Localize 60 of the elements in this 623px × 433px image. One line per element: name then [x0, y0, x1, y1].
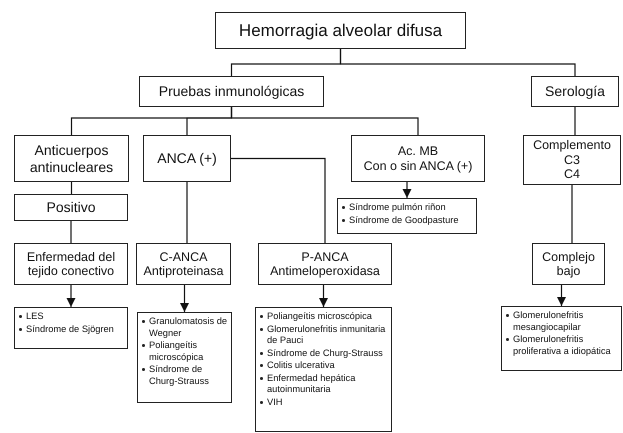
list-item: Glomerulonefritis proliferativa a idiopática [513, 334, 612, 357]
process-box [531, 76, 619, 107]
process-box [14, 194, 128, 221]
process-box [523, 135, 621, 185]
process-box [258, 243, 392, 285]
connector-line [231, 158, 326, 243]
bullet-list-box [501, 306, 622, 371]
list-item: Colitis ulcerativa [267, 360, 335, 372]
box-label: P-ANCA Antimeloperoxidasa [269, 250, 381, 278]
bullet-list-box [137, 312, 232, 403]
list-item: Síndrome de Churg-Strauss [267, 348, 383, 359]
connector-line [70, 182, 72, 194]
connector-line [70, 221, 72, 243]
arrow [180, 285, 189, 312]
arrow [319, 285, 328, 307]
box-label: Positivo [46, 199, 96, 216]
box-label: Enfermedad del tejido conectivo [26, 250, 116, 278]
process-box [351, 135, 485, 182]
process-box [143, 135, 231, 182]
arrow [66, 285, 76, 307]
process-box [14, 243, 128, 285]
arrow [402, 182, 412, 198]
bullet-list-box [255, 307, 392, 432]
connector-line [186, 182, 188, 243]
list-item: Poliangeítis microscópica [149, 340, 204, 363]
list-item: Poliangeítis microscópica [267, 311, 372, 322]
connector-line [574, 107, 576, 135]
box-label: Serología [545, 83, 605, 100]
box-label: C-ANCA Antiproteinasa [142, 250, 224, 278]
process-box [532, 243, 605, 285]
box-label: C4 [564, 167, 580, 182]
process-box [215, 12, 466, 49]
box-label: Ac. MB [398, 144, 438, 158]
bullet-list-box [337, 198, 477, 234]
list-item: LES [26, 311, 44, 322]
box-label: Anticuerpos antinucleares [28, 142, 114, 175]
list-item: Síndrome pulmón riñon [349, 202, 446, 214]
list-item: Síndrome de Churg-Strauss [149, 364, 210, 387]
process-box [14, 135, 129, 182]
connector-line [340, 49, 576, 76]
bullet-list-box [14, 307, 128, 349]
list-item: VIH [267, 396, 282, 408]
list-item: Síndrome de Sjögren [26, 324, 114, 335]
connector-line [571, 185, 573, 243]
box-label: Complemento [533, 138, 611, 153]
box-label: Pruebas inmunológicas [158, 83, 304, 100]
process-box [136, 243, 231, 285]
list-item: Enfermedad hepática autoinmunitaria [267, 372, 356, 396]
arrow [557, 285, 566, 306]
list-item: Síndrome de Goodpasture [349, 214, 459, 226]
process-box [139, 76, 324, 107]
box-label: C3 [564, 152, 580, 168]
list-item: Glomerulonefritis inmunitaria de Pauci [267, 324, 386, 346]
list-item: Glomerulonefritis mesangiocapilar [513, 310, 584, 333]
box-label: Complejo bajo [541, 250, 596, 278]
box-label: ANCA (+) [157, 150, 217, 167]
box-label: Con o sin ANCA (+) [364, 158, 472, 173]
list-item: Granulomatosis de Wegner [149, 316, 228, 339]
connector-line [230, 107, 419, 135]
box-label: Hemorragia alveolar difusa [238, 20, 442, 40]
